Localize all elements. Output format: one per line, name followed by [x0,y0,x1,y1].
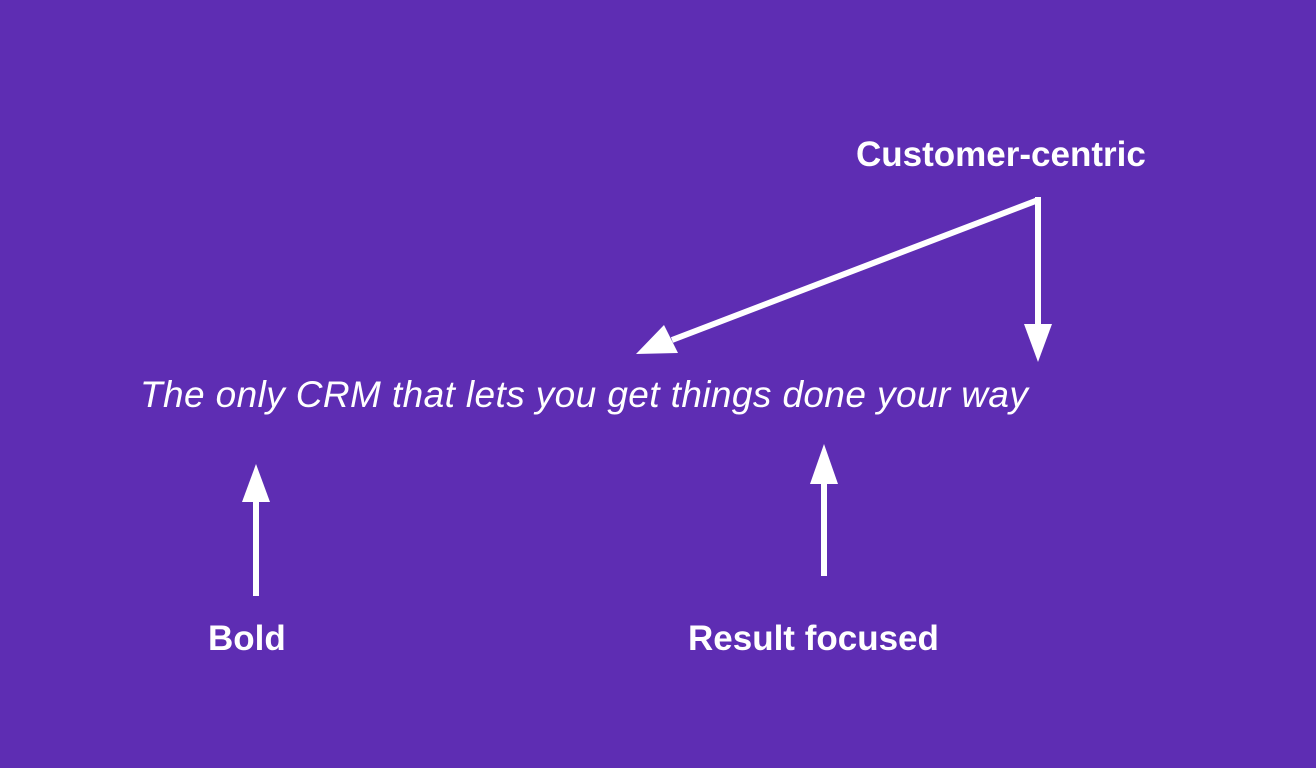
label-result-focused: Result focused [688,619,939,658]
arrowhead-customer-to-crm [636,325,678,354]
arrowhead-customer-to-your [1024,324,1052,362]
arrowhead-bold-to-the [242,464,270,502]
arrow-customer-to-crm [670,197,1041,343]
arrowhead-result-to-things [810,444,838,484]
tagline-text: The only CRM that lets you get things do… [140,374,1029,415]
label-customer-centric: Customer-centric [856,135,1146,174]
label-bold: Bold [208,619,286,658]
